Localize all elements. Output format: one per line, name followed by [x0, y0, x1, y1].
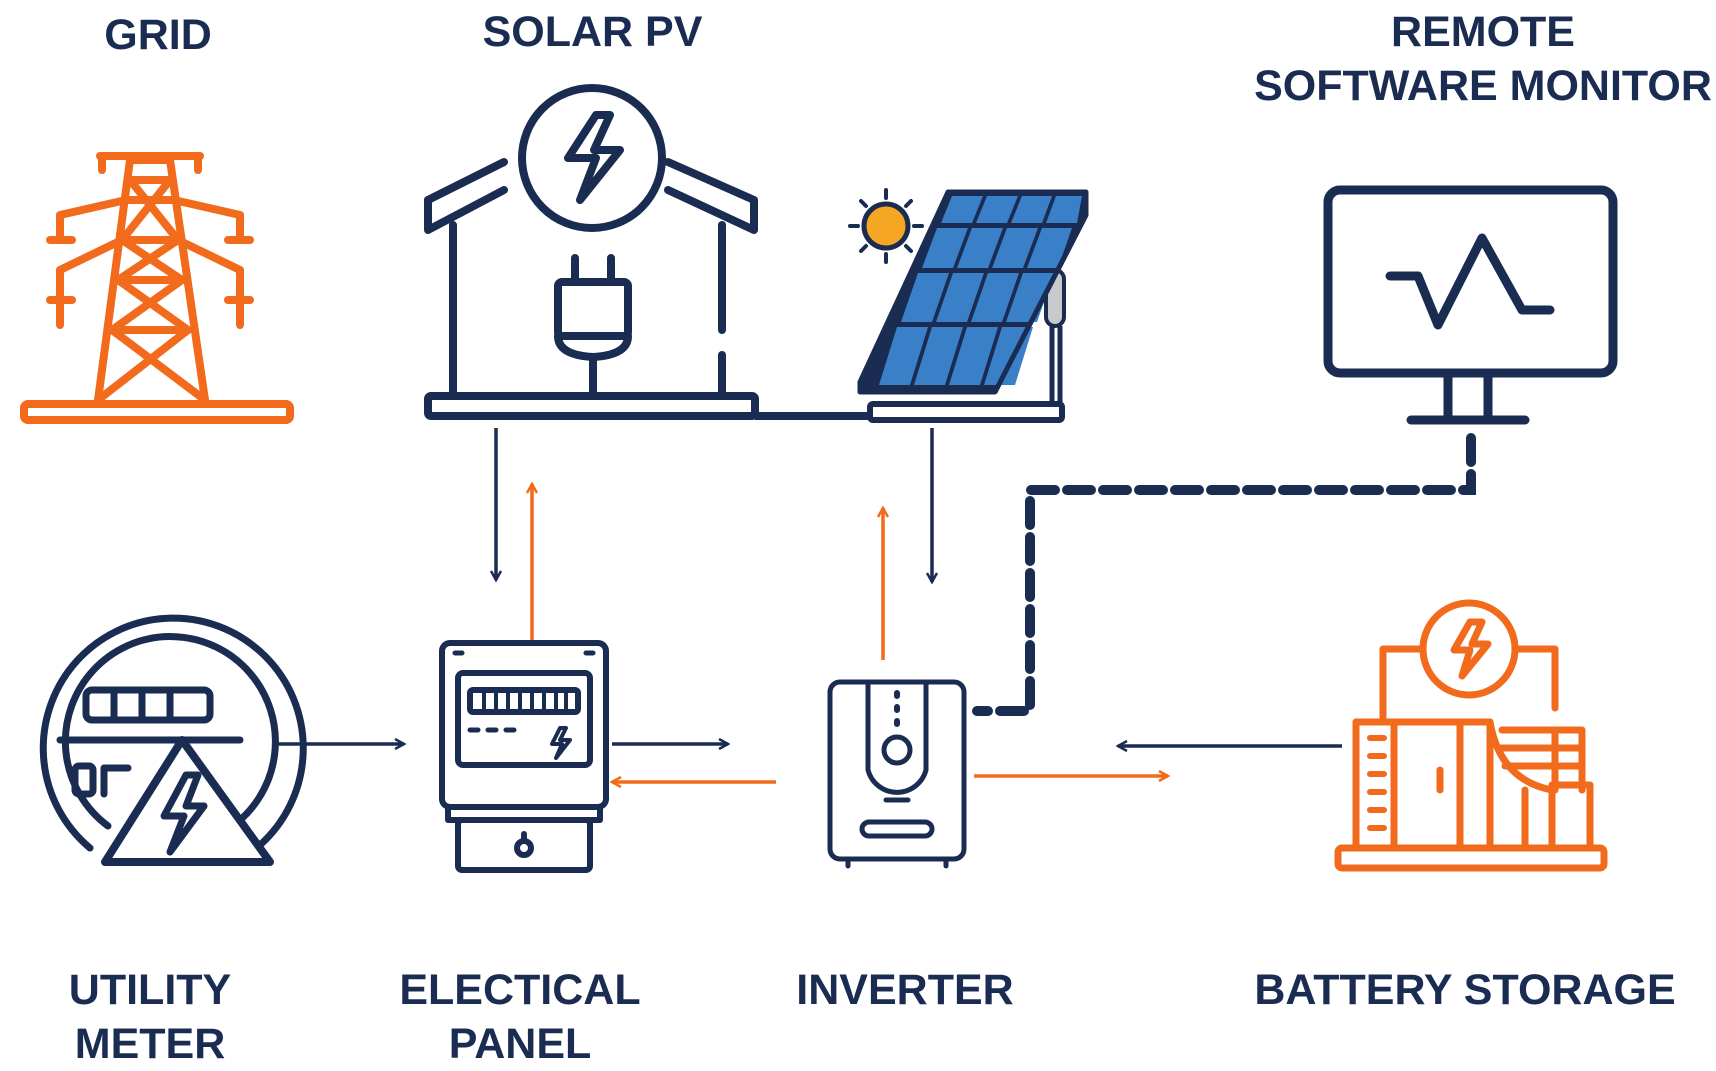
- house-icon: [424, 84, 759, 420]
- utility-meter-icon: [39, 614, 307, 866]
- sun-icon: [848, 188, 924, 264]
- battery-storage-icon: [1334, 599, 1608, 872]
- label-inverter: INVERTER: [780, 963, 1030, 1017]
- label-remote-software-monitor: REMOTE SOFTWARE MONITOR: [1248, 5, 1716, 113]
- label-utility-meter: UTILITY METER: [40, 963, 260, 1071]
- label-utility-line1: UTILITY: [68, 966, 232, 1014]
- label-grid: GRID: [58, 8, 258, 62]
- label-panel-line2: PANEL: [448, 1020, 592, 1068]
- label-battery-text: BATTERY STORAGE: [1254, 966, 1676, 1014]
- transmission-tower-icon: [20, 152, 294, 424]
- label-panel-line1: ELECTICAL: [399, 966, 641, 1014]
- monitor-link-dashed: [972, 433, 1476, 716]
- label-inverter-text: INVERTER: [796, 966, 1014, 1014]
- solar-panel-icon: [848, 188, 1089, 423]
- electric-meter-icon: [439, 640, 609, 873]
- label-electrical-panel: ELECTICAL PANEL: [390, 963, 650, 1071]
- label-battery-storage: BATTERY STORAGE: [1240, 963, 1690, 1017]
- label-remote-line2: SOFTWARE MONITOR: [1254, 62, 1712, 110]
- label-grid-text: GRID: [104, 11, 212, 59]
- label-solar-pv: SOLAR PV: [460, 5, 725, 59]
- monitor-icon: [1323, 185, 1618, 425]
- label-utility-line2: METER: [74, 1020, 226, 1068]
- flow-arrows: [275, 428, 1342, 782]
- inverter-icon: [827, 679, 967, 869]
- label-solar-pv-text: SOLAR PV: [482, 8, 703, 56]
- label-remote-line1: REMOTE: [1391, 8, 1575, 56]
